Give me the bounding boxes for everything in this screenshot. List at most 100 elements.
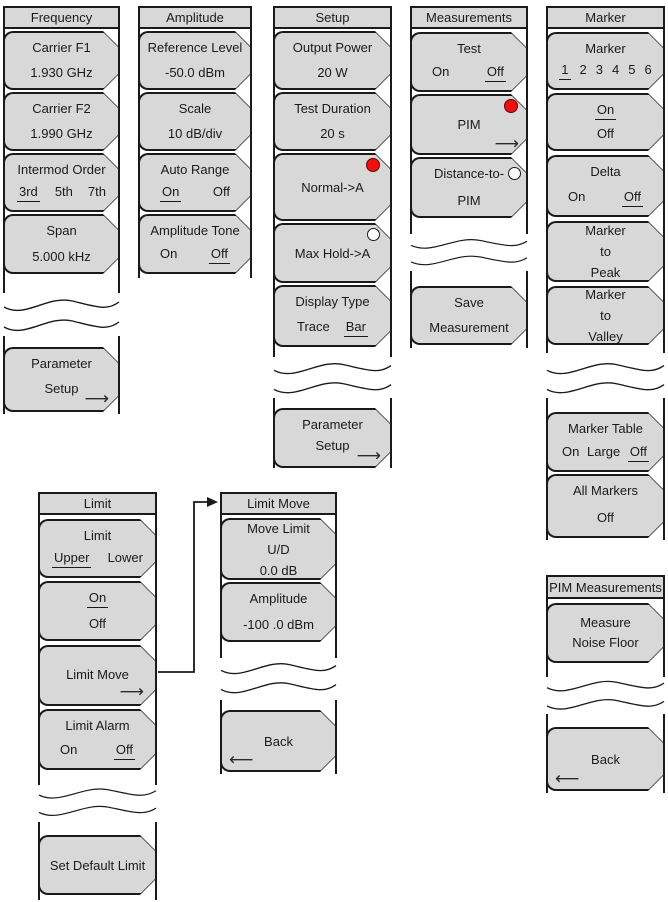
test-duration-button[interactable]: Test Duration 20 s — [273, 92, 392, 151]
set-default-limit-button[interactable]: Set Default Limit — [38, 835, 157, 895]
button-shape — [273, 31, 392, 90]
intermod-order-button[interactable]: Intermod Order 3rd 5th 7th — [3, 153, 120, 212]
button-shape — [138, 92, 252, 151]
limit-amplitude-button[interactable]: Amplitude -100 .0 dBm — [220, 582, 337, 642]
option-off[interactable]: Off — [484, 64, 506, 82]
button-label: Normal->A — [301, 179, 364, 195]
button-label: Save — [454, 295, 484, 310]
button-shape — [38, 835, 157, 895]
display-type-button[interactable]: Display Type Trace Bar — [273, 285, 392, 347]
option-lower[interactable]: Lower — [107, 550, 143, 565]
button-label: Output Power — [292, 40, 373, 55]
option-5th[interactable]: 5th — [54, 184, 73, 199]
button-shape — [546, 32, 665, 90]
parameter-setup-button[interactable]: Parameter Setup ⟶ — [3, 347, 120, 412]
option-3rd[interactable]: 3rd — [17, 184, 40, 202]
option-on[interactable]: On — [594, 102, 617, 120]
option-on[interactable]: On — [160, 246, 178, 261]
button-label: Display Type — [295, 294, 370, 309]
button-label: Intermod Order — [17, 162, 106, 177]
option-off[interactable]: Off — [113, 742, 135, 760]
save-measurement-button[interactable]: Save Measurement — [410, 286, 528, 345]
parameter-setup-button[interactable]: Parameter Setup ⟶ — [273, 408, 392, 468]
limit-move-button[interactable]: Limit Move ⟶ — [38, 645, 157, 706]
button-label: Limit Alarm — [65, 718, 130, 733]
option-off[interactable]: Off — [208, 246, 230, 264]
back-button[interactable]: Back ⟵ — [546, 727, 665, 791]
button-shape — [273, 408, 392, 468]
button-shape — [3, 214, 120, 274]
menu-title-label: Marker — [585, 10, 626, 25]
submenu-arrow-icon: ⟶ — [84, 389, 109, 408]
submenu-arrow-icon: ⟶ — [356, 446, 381, 465]
max-hold-to-a-button[interactable]: Max Hold->A — [273, 223, 392, 283]
span-button[interactable]: Span 5.000 kHz — [3, 214, 120, 274]
button-label: PIM — [457, 193, 481, 208]
menu-rail — [138, 29, 252, 278]
button-value: 20 s — [320, 126, 345, 141]
break-squiggle — [38, 788, 157, 816]
button-shape — [546, 412, 665, 472]
option-off[interactable]: Off — [88, 616, 107, 631]
option-7th[interactable]: 7th — [87, 184, 106, 199]
normal-to-a-button[interactable]: Normal->A — [273, 153, 392, 221]
option-on[interactable]: On — [562, 444, 580, 459]
option-on[interactable]: On — [160, 184, 182, 202]
menu-title-label: Measurements — [426, 10, 512, 25]
marker-3[interactable]: 3 — [595, 62, 603, 77]
option-on[interactable]: On — [60, 742, 78, 757]
option-off[interactable]: Off — [596, 126, 615, 141]
output-power-button[interactable]: Output Power 20 W — [273, 31, 392, 90]
menu-title: Measurements — [410, 6, 528, 29]
button-label: Setup — [315, 438, 350, 453]
marker-on-off-button[interactable]: On Off — [546, 93, 665, 151]
marker-5[interactable]: 5 — [628, 62, 636, 77]
button-shape — [410, 286, 528, 345]
button-shape — [410, 32, 528, 92]
option-off[interactable]: Off — [212, 184, 230, 199]
limit-alarm-button[interactable]: Limit Alarm On Off — [38, 709, 157, 770]
option-large[interactable]: Large — [586, 444, 621, 459]
reference-level-button[interactable]: Reference Level -50.0 dBm — [138, 31, 252, 90]
option-on[interactable]: On — [432, 64, 450, 79]
distance-to-pim-button[interactable]: Distance-to- PIM — [410, 157, 528, 218]
menu-title: Limit — [38, 492, 157, 515]
button-label: Back — [264, 733, 293, 749]
pim-button[interactable]: PIM ⟶ — [410, 94, 528, 155]
all-markers-button[interactable]: All Markers Off — [546, 474, 665, 538]
option-on[interactable]: On — [568, 189, 586, 204]
option-off[interactable]: Off — [627, 444, 649, 462]
carrier-f1-button[interactable]: Carrier F1 1.930 GHz — [3, 31, 120, 90]
button-label: Limit Move — [66, 667, 129, 682]
option-bar[interactable]: Bar — [343, 319, 368, 337]
scale-button[interactable]: Scale 10 dB/div — [138, 92, 252, 151]
back-button[interactable]: Back ⟵ — [220, 710, 337, 772]
marker-2[interactable]: 2 — [579, 62, 587, 77]
option-trace[interactable]: Trace — [297, 319, 330, 334]
marker-1[interactable]: 1 — [559, 62, 571, 80]
carrier-f2-button[interactable]: Carrier F2 1.990 GHz — [3, 92, 120, 151]
option-upper[interactable]: Upper — [52, 550, 92, 568]
submenu-arrow-icon: ⟶ — [119, 682, 144, 701]
button-label: Valley — [588, 329, 623, 344]
limit-on-off-button[interactable]: On Off — [38, 581, 157, 641]
option-off[interactable]: Off — [621, 189, 643, 207]
menu-title-label: PIM Measurements — [549, 579, 662, 595]
button-label: Peak — [590, 265, 621, 280]
button-label: Marker — [585, 287, 626, 302]
break-squiggle — [220, 663, 337, 694]
marker-4[interactable]: 4 — [612, 62, 620, 77]
option-on[interactable]: On — [86, 590, 109, 608]
marker-6[interactable]: 6 — [644, 62, 652, 77]
